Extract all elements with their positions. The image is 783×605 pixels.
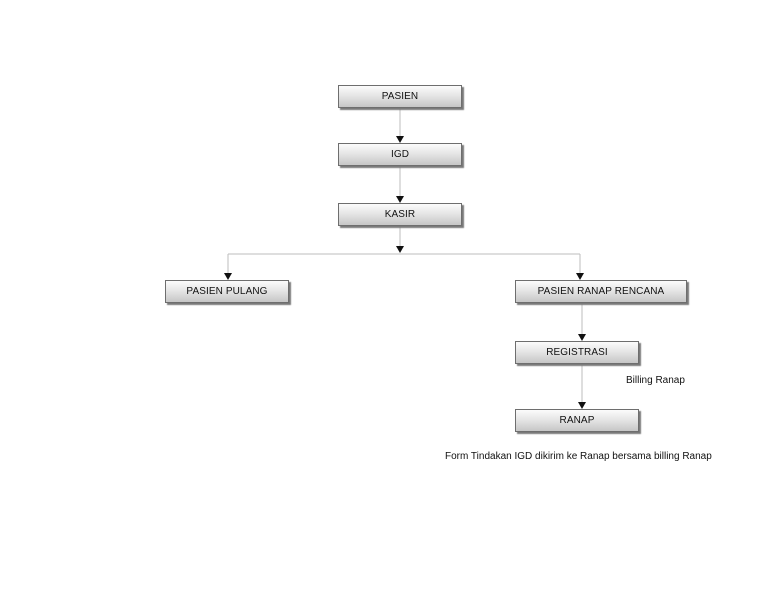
- node-registrasi: REGISTRASI: [515, 341, 639, 364]
- node-kasir: KASIR: [338, 203, 462, 226]
- node-ranap: RANAP: [515, 409, 639, 432]
- node-pasien-ranap-rencana: PASIEN RANAP RENCANA: [515, 280, 687, 303]
- note-billing-ranap: Billing Ranap: [626, 375, 685, 386]
- node-igd: IGD: [338, 143, 462, 166]
- note-form-tindakan: Form Tindakan IGD dikirim ke Ranap bersa…: [445, 451, 712, 462]
- node-pasien: PASIEN: [338, 85, 462, 108]
- node-pasien-pulang: PASIEN PULANG: [165, 280, 289, 303]
